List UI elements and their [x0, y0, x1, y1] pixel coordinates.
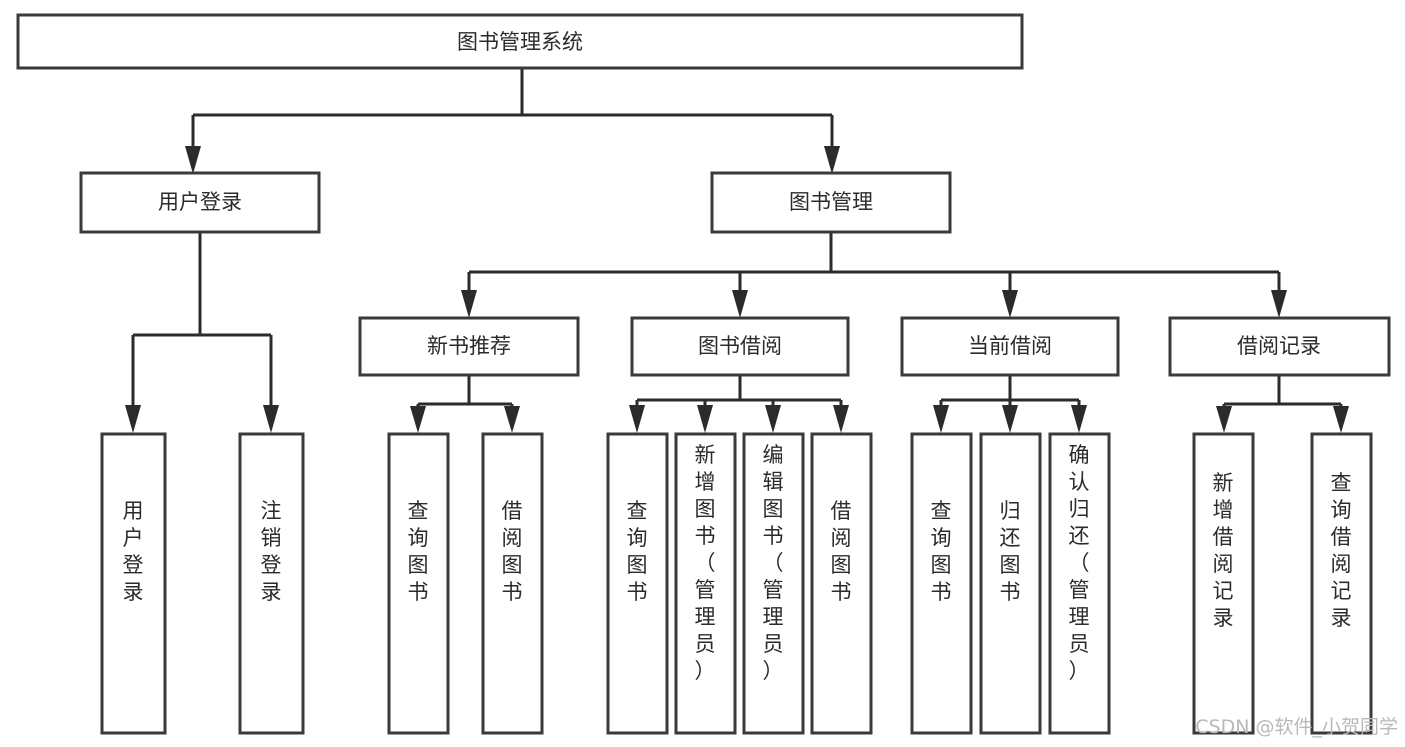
leaf-query-book-2[interactable]: 查询图书: [606, 432, 669, 735]
leaf-user-logout-label: 注销登录: [261, 499, 282, 604]
leaf-confirm-return-box[interactable]: [1048, 432, 1111, 735]
leaf-add-record-label: 新增借阅记录: [1213, 471, 1234, 630]
leaf-borrow-book-2-label: 借阅图书: [831, 499, 852, 604]
node-current-borrow-box[interactable]: [900, 316, 1120, 377]
leaf-query-book-3-label: 查询图书: [931, 499, 952, 604]
node-book-management-box[interactable]: [710, 171, 952, 234]
leaf-add-book-box[interactable]: [674, 432, 737, 735]
arrow-head-borrow-record: [1271, 290, 1287, 318]
node-book-management-label: 图书管理: [789, 190, 873, 214]
leaf-query-book-3[interactable]: 查询图书: [910, 432, 973, 735]
arrow-head-leaf-add-book: [697, 405, 713, 433]
leaf-edit-book-box[interactable]: [742, 432, 805, 735]
arrow-head-leaf-query-book-3: [933, 405, 949, 433]
leaf-query-book-2-label: 查询图书: [627, 499, 648, 604]
arrow-head-current-borrow: [1002, 290, 1018, 318]
leaf-borrow-book-2[interactable]: 借阅图书: [810, 432, 873, 735]
node-book-management[interactable]: 图书管理: [710, 171, 952, 234]
arrow-head-leaf-query-book-2: [629, 405, 645, 433]
leaf-borrow-book-1-label: 借阅图书: [502, 499, 523, 604]
leaf-return-book[interactable]: 归还图书: [979, 432, 1042, 735]
connector-group-book-management: [461, 232, 1287, 318]
node-current-borrow[interactable]: 当前借阅: [900, 316, 1120, 377]
leaf-user-logout-box[interactable]: [238, 432, 305, 735]
leaf-user-login-label: 用户登录: [123, 499, 144, 604]
arrow-head-leaf-return-book: [1002, 405, 1018, 433]
node-user-login[interactable]: 用户登录: [79, 171, 321, 234]
node-borrow-record[interactable]: 借阅记录: [1168, 316, 1391, 377]
arrow-head-book-management: [824, 146, 840, 174]
arrow-head-leaf-confirm-return: [1071, 405, 1087, 433]
leaf-confirm-return[interactable]: 确认归还（管理员）: [1048, 432, 1111, 735]
leaf-borrow-book-2-box[interactable]: [810, 432, 873, 735]
leaf-query-book-1-box[interactable]: [387, 432, 450, 735]
connector-group-book-borrow: [629, 375, 849, 433]
leaf-user-login-box[interactable]: [100, 432, 167, 735]
node-current-borrow-label: 当前借阅: [968, 334, 1052, 358]
node-borrow-record-label: 借阅记录: [1237, 334, 1321, 358]
node-new-book-recommend-box[interactable]: [358, 316, 580, 377]
arrow-head-leaf-query-record: [1333, 406, 1349, 433]
leaf-add-record[interactable]: 新增借阅记录: [1192, 432, 1255, 735]
leaf-add-book[interactable]: 新增图书（管理员）: [674, 432, 737, 735]
csdn-watermark: CSDN @软件_小贺同学: [1195, 716, 1398, 738]
leaf-return-book-label: 归还图书: [1000, 499, 1021, 604]
leaf-query-record-label: 查询借阅记录: [1331, 471, 1352, 630]
node-root-label: 图书管理系统: [457, 30, 583, 54]
leaf-edit-book-label: 编辑图书（管理员）: [763, 443, 784, 683]
leaf-return-book-box[interactable]: [979, 432, 1042, 735]
arrow-head-leaf-user-logout: [263, 405, 279, 433]
leaf-user-login[interactable]: 用户登录: [100, 432, 167, 735]
node-root-box[interactable]: [16, 13, 1024, 70]
arrow-head-leaf-add-record: [1216, 406, 1232, 433]
node-root[interactable]: 图书管理系统: [16, 13, 1024, 70]
leaf-query-record[interactable]: 查询借阅记录: [1310, 432, 1373, 735]
node-new-book-recommend[interactable]: 新书推荐: [358, 316, 580, 377]
arrow-head-user-login: [185, 146, 201, 174]
node-user-login-label: 用户登录: [158, 190, 242, 214]
connector-group-new-book-recommend: [410, 375, 520, 433]
leaf-query-book-1-label: 查询图书: [408, 499, 429, 604]
arrow-head-leaf-borrow-book-2: [833, 405, 849, 433]
arrow-head-leaf-edit-book: [765, 405, 781, 433]
connector-group-user-login: [125, 232, 279, 433]
connector-group-borrow-record: [1216, 375, 1349, 433]
leaf-confirm-return-label: 确认归还（管理员）: [1069, 443, 1090, 683]
leaf-query-record-box[interactable]: [1310, 432, 1373, 735]
arrow-head-leaf-query-book-1: [410, 406, 426, 433]
leaf-user-logout[interactable]: 注销登录: [238, 432, 305, 735]
leaf-borrow-book-1-box[interactable]: [481, 432, 544, 735]
node-book-borrow-label: 图书借阅: [698, 334, 782, 358]
arrow-head-book-borrow: [732, 290, 748, 318]
arrow-head-new-book-recommend: [461, 290, 477, 318]
leaf-borrow-book-1[interactable]: 借阅图书: [481, 432, 544, 735]
leaf-query-book-2-box[interactable]: [606, 432, 669, 735]
node-book-borrow-box[interactable]: [630, 316, 850, 377]
leaf-query-book-3-box[interactable]: [910, 432, 973, 735]
leaf-query-book-1[interactable]: 查询图书: [387, 432, 450, 735]
node-user-login-box[interactable]: [79, 171, 321, 234]
arrow-head-leaf-borrow-book-1: [504, 406, 520, 433]
node-book-borrow[interactable]: 图书借阅: [630, 316, 850, 377]
leaf-add-book-label: 新增图书（管理员）: [695, 443, 716, 683]
connector-group-root: [185, 68, 840, 174]
arrow-head-leaf-user-login: [125, 405, 141, 433]
leaf-edit-book[interactable]: 编辑图书（管理员）: [742, 432, 805, 735]
leaf-add-record-box[interactable]: [1192, 432, 1255, 735]
node-borrow-record-box[interactable]: [1168, 316, 1391, 377]
connector-group-current-borrow: [933, 375, 1087, 433]
node-new-book-recommend-label: 新书推荐: [427, 334, 511, 358]
